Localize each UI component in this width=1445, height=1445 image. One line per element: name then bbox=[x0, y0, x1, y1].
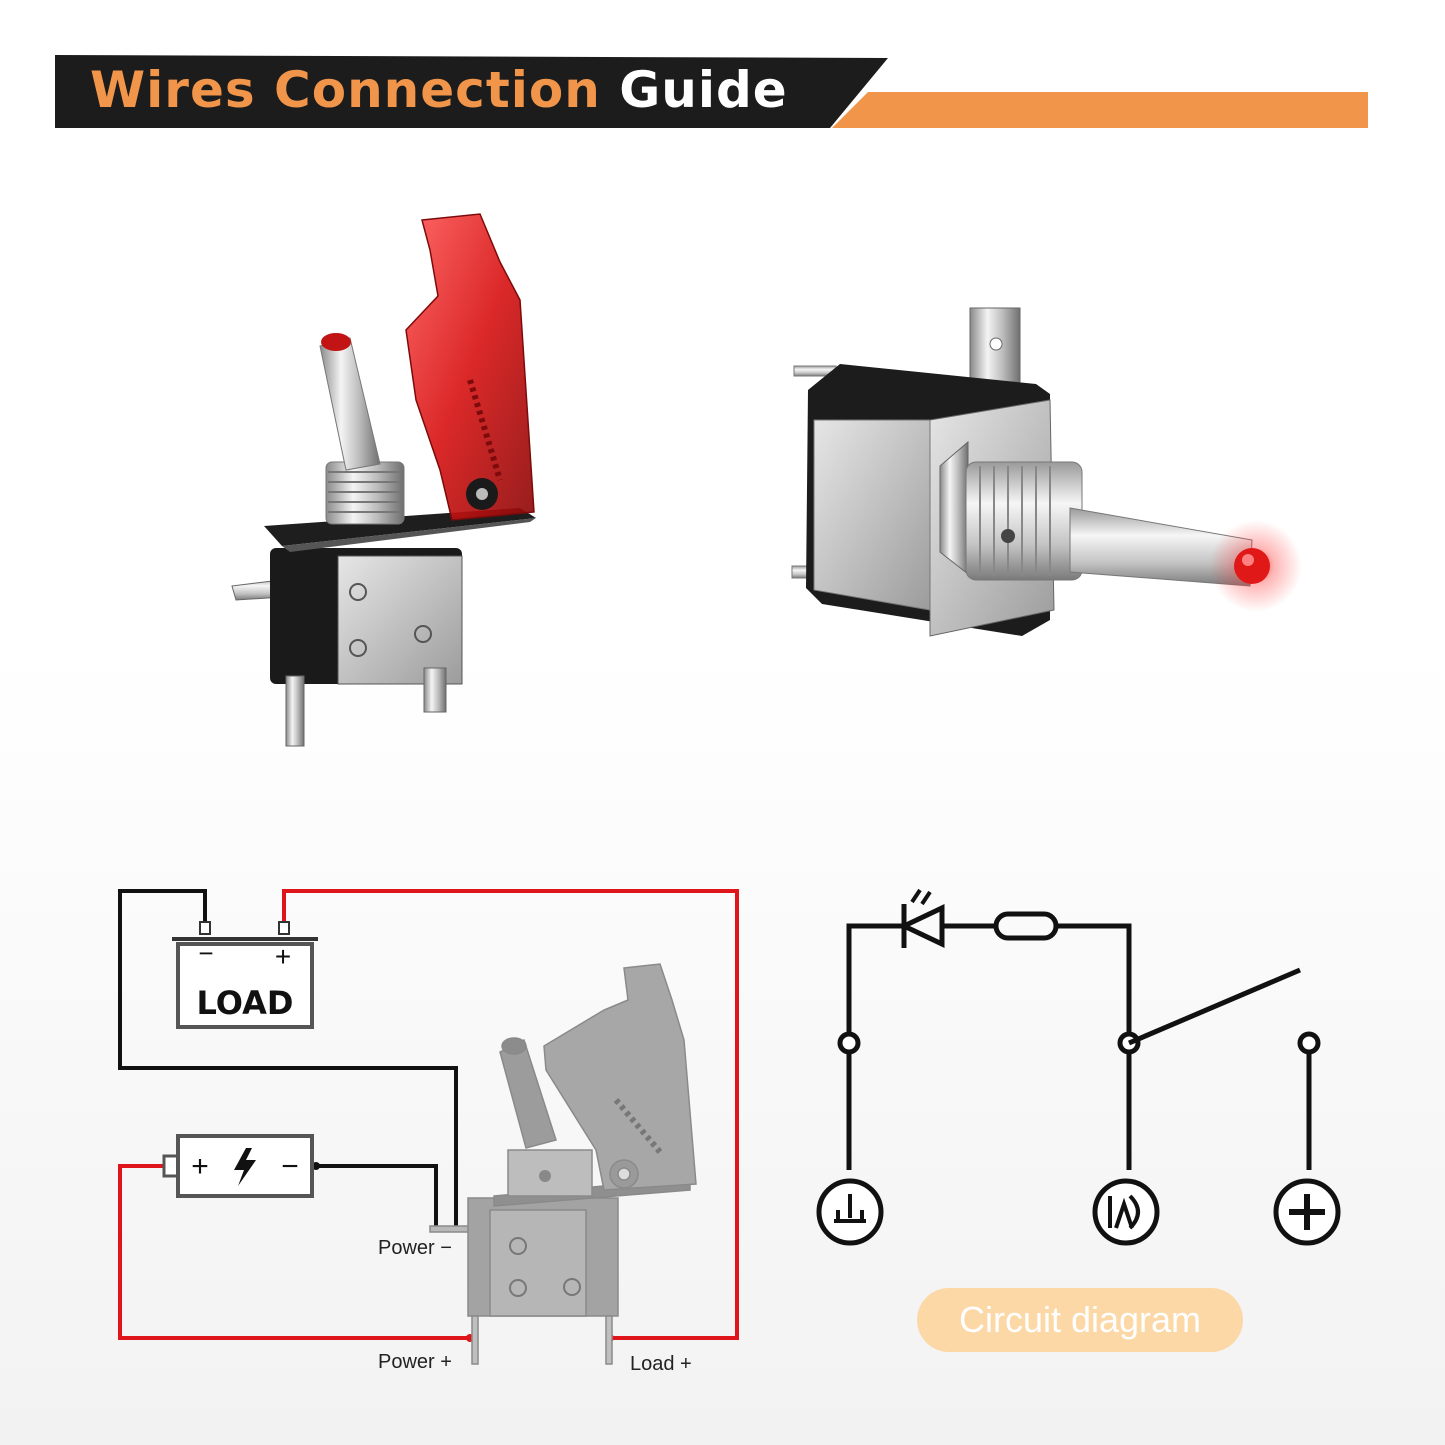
power-minus-label: Power − bbox=[378, 1237, 452, 1259]
lamp-icon bbox=[1092, 1178, 1160, 1246]
fuse-icon bbox=[993, 911, 1059, 941]
title-highlight: Wires Connection bbox=[90, 61, 601, 119]
page-title: Wires Connection Guide bbox=[90, 60, 788, 120]
load-plus-sign: + bbox=[275, 941, 291, 972]
ground-icon bbox=[816, 1178, 884, 1246]
safety-cover-switch-image bbox=[231, 213, 536, 747]
load-box: − + LOAD bbox=[172, 921, 318, 1029]
switch-plate bbox=[337, 555, 463, 685]
hex-nut bbox=[939, 440, 969, 576]
terminal-node bbox=[1297, 1031, 1321, 1055]
header-orange-bar bbox=[832, 92, 1368, 128]
lightning-icon bbox=[234, 1148, 256, 1186]
wiring-diagram: − + LOAD + − bbox=[118, 889, 739, 1375]
terminal-pin bbox=[423, 667, 447, 713]
header-dark-bar bbox=[55, 55, 888, 128]
header-banner: Wires Connection Guide bbox=[0, 0, 1445, 140]
terminal-node bbox=[837, 1031, 861, 1055]
red-safety-cover bbox=[405, 213, 535, 521]
front-plate bbox=[813, 419, 931, 611]
header-bars bbox=[55, 55, 1368, 128]
led-diode-icon bbox=[898, 888, 945, 948]
battery-symbol: + − bbox=[162, 1134, 314, 1198]
switch-silhouette bbox=[429, 963, 697, 1365]
plus-icon bbox=[1273, 1178, 1341, 1246]
battery-minus-sign: − bbox=[281, 1150, 299, 1183]
lever-led-tip bbox=[321, 333, 351, 351]
load-label: LOAD bbox=[197, 984, 294, 1022]
load-plus-label: Load + bbox=[630, 1353, 692, 1375]
circuit-diagram bbox=[816, 888, 1341, 1246]
load-negative-wire bbox=[118, 889, 458, 1232]
title-rest: Guide bbox=[619, 61, 788, 119]
power-positive-wire bbox=[118, 1164, 470, 1340]
power-negative-wire bbox=[312, 1164, 438, 1232]
circuit-wire-left bbox=[846, 923, 902, 1170]
terminal-pin bbox=[285, 675, 305, 747]
load-positive-wire bbox=[282, 889, 739, 1340]
led-tip bbox=[1234, 548, 1270, 584]
battery-plus-sign: + bbox=[191, 1150, 209, 1183]
load-minus-sign: − bbox=[198, 938, 213, 968]
switch-blade bbox=[1128, 967, 1301, 1046]
circuit-diagram-label: Circuit diagram bbox=[917, 1288, 1243, 1352]
circuit-wire-right bbox=[1056, 923, 1132, 1170]
toggle-lever bbox=[319, 337, 381, 471]
power-plus-label: Power + bbox=[378, 1351, 452, 1373]
threaded-bushing bbox=[965, 461, 1083, 581]
led-toggle-switch-image bbox=[791, 307, 1302, 637]
